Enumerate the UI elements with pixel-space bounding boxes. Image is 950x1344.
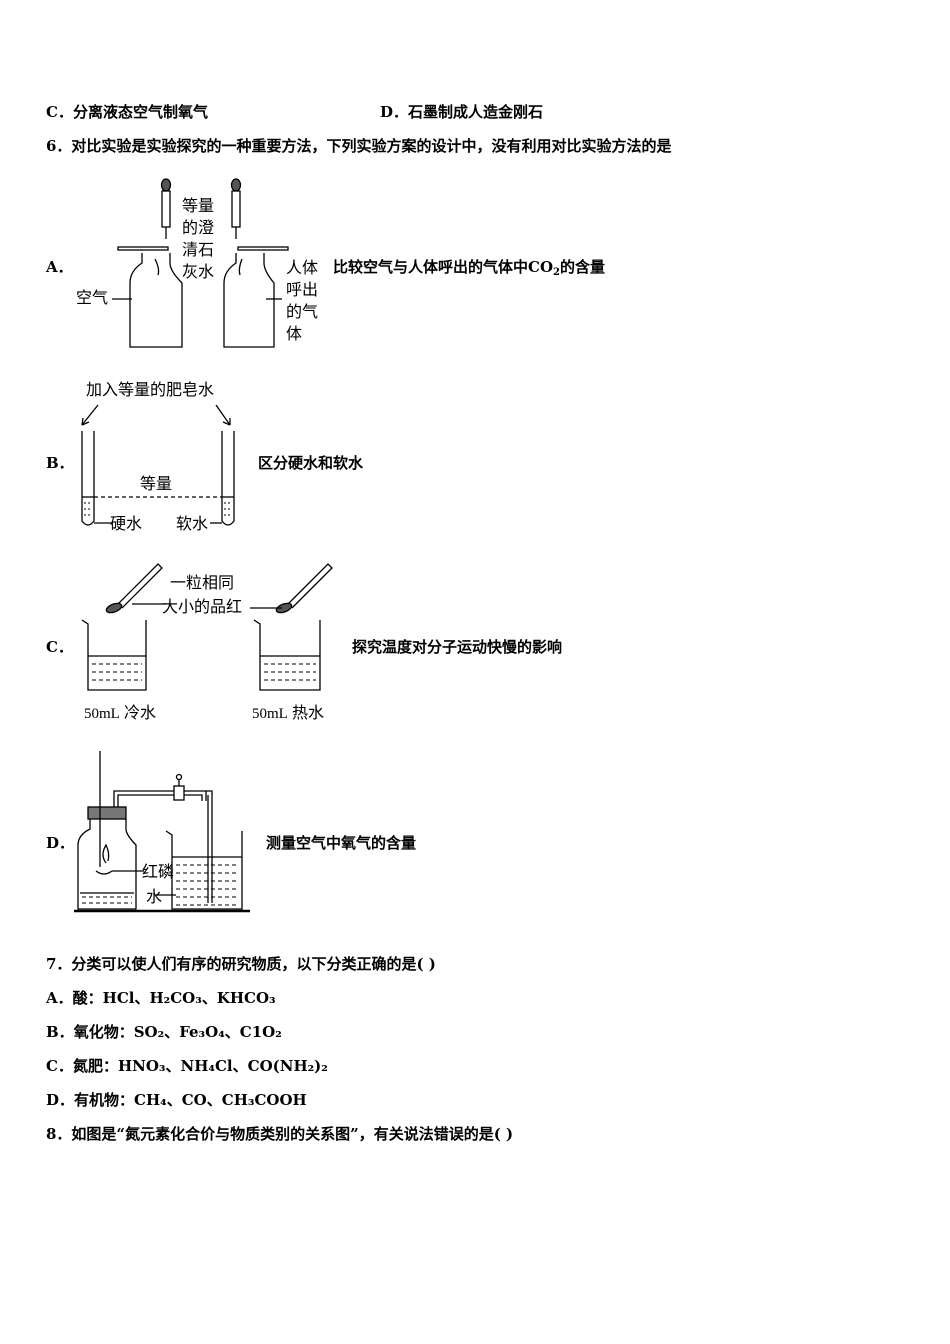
q7-option-b-item: Fe₃O₄ bbox=[179, 1023, 225, 1041]
q6-b-soft-water-label: 软水 bbox=[176, 514, 208, 533]
breath-label-line: 呼出 bbox=[286, 280, 318, 299]
q5-option-d-letter: D． bbox=[380, 103, 409, 121]
q6-a-desc-pre: 比较空气与人体呼出的气体中 bbox=[333, 258, 529, 276]
q5-option-d-text: 石墨制成人造金刚石 bbox=[408, 103, 544, 121]
q6-a-breath-label: 人体 呼出 的气 体 bbox=[286, 258, 318, 343]
q6-d-phosphorus-label: 红磷 bbox=[142, 862, 174, 881]
q7-option-a: A．酸：HCl、H₂CO₃、KHCO₃ bbox=[46, 989, 276, 1007]
q7-option-a-item: H₂CO₃ bbox=[149, 989, 202, 1007]
q7-option-c-letter: C． bbox=[46, 1057, 73, 1075]
q5-option-d: D．石墨制成人造金刚石 bbox=[380, 102, 543, 122]
q6-c-cold-water-label: 冷水 bbox=[124, 703, 156, 722]
q6-a-desc-post: 的含量 bbox=[560, 258, 606, 276]
q7-option-d-letter: D． bbox=[46, 1091, 75, 1109]
q6-a-desc: 比较空气与人体呼出的气体中CO2的含量 bbox=[333, 257, 606, 278]
q7-option-b-item: SO₂ bbox=[133, 1023, 165, 1041]
q6-c-label-line2: 大小的品红 bbox=[162, 597, 242, 616]
q7-option-c: C．氮肥：HNO₃、NH₄Cl、CO(NH₂)₂ bbox=[46, 1057, 328, 1075]
q7-option-a-category: 酸： bbox=[72, 989, 103, 1007]
q6-b-desc: 区分硬水和软水 bbox=[258, 454, 364, 472]
q6-a-letter: A． bbox=[46, 258, 73, 276]
q6-c-label-line1: 一粒相同 bbox=[170, 573, 234, 592]
q5-option-c: C．分离液态空气制氧气 bbox=[46, 102, 208, 122]
q6-b-hard-water-label: 硬水 bbox=[110, 514, 142, 533]
q7-option-a-item: HCl bbox=[102, 989, 135, 1007]
q7-option-b-item: C1O₂ bbox=[239, 1023, 282, 1041]
q6-b-top-label: 加入等量的肥皂水 bbox=[86, 380, 214, 399]
q6-c-letter: C． bbox=[46, 638, 73, 656]
q6-c-desc: 探究温度对分子运动快慢的影响 bbox=[352, 638, 563, 656]
q6-b-mid-label: 等量 bbox=[140, 474, 172, 493]
q7-option-c-item: CO(NH₂)₂ bbox=[247, 1057, 328, 1075]
drop-label-line: 等量 bbox=[182, 196, 214, 215]
q6-b-figure: 加入等量的肥皂水 等量 硬水 软水 bbox=[81, 380, 235, 533]
q7-option-b: B．氧化物：SO₂、Fe₃O₄、C1O₂ bbox=[46, 1023, 282, 1041]
breath-label-line: 人体 bbox=[286, 258, 318, 277]
q6-c-right-volume: 50mL bbox=[252, 706, 288, 722]
q6-d-desc: 测量空气中氧气的含量 bbox=[266, 834, 417, 852]
q6-c-figure: 一粒相同 大小的品红 50mL 冷水 50mL 热水 bbox=[81, 563, 333, 722]
q7-option-b-letter: B． bbox=[46, 1023, 74, 1041]
q6-b-letter: B． bbox=[46, 454, 74, 472]
q7-option-d-item: CO bbox=[181, 1091, 207, 1109]
q6-c-hot-water-label: 热水 bbox=[292, 703, 324, 722]
q7-option-c-item: NH₄Cl bbox=[180, 1057, 233, 1075]
drop-label-line: 灰水 bbox=[182, 262, 214, 281]
q6-a-air-label: 空气 bbox=[76, 288, 108, 307]
q6-d-letter: D． bbox=[46, 834, 75, 852]
q7-option-d-item: CH₄ bbox=[134, 1091, 167, 1109]
q6-c-left-volume: 50mL bbox=[84, 706, 120, 722]
q6-a-drop-label: 等量 的澄 清石 灰水 bbox=[182, 196, 214, 281]
q7-option-a-letter: A． bbox=[46, 989, 73, 1007]
q7-option-a-item: KHCO₃ bbox=[216, 989, 276, 1007]
breath-label-line: 体 bbox=[286, 324, 302, 343]
drop-label-line: 的澄 bbox=[182, 218, 214, 237]
q7-option-c-category: 氮肥： bbox=[72, 1057, 118, 1075]
q7-option-d-category: 有机物： bbox=[74, 1091, 135, 1109]
drop-label-line: 清石 bbox=[182, 240, 214, 259]
q6-d-water-label: 水 bbox=[146, 887, 162, 906]
q7-option-d-item: CH₃COOH bbox=[221, 1091, 307, 1109]
q7-option-c-item: HNO₃ bbox=[117, 1057, 166, 1075]
breath-label-line: 的气 bbox=[286, 302, 318, 321]
q7-option-d: D．有机物：CH₄、CO、CH₃COOH bbox=[46, 1091, 307, 1109]
q7-stem: 7．分类可以使人们有序的研究物质，以下分类正确的是( ) bbox=[46, 955, 436, 973]
q5-option-c-text: 分离液态空气制氧气 bbox=[72, 103, 208, 121]
q6-a-figure: 等量 的澄 清石 灰水 空气 人体 呼出 的气 体 bbox=[76, 178, 318, 348]
q6-stem: 6．对比实验是实验探究的一种重要方法，下列实验方案的设计中，没有利用对比实验方法… bbox=[46, 137, 672, 155]
q8-stem: 8．如图是“氮元素化合价与物质类别的关系图”，有关说法错误的是( ) bbox=[46, 1125, 514, 1143]
q6-a-desc-sub: 2 bbox=[553, 267, 560, 278]
q6-d-figure: 红磷 水 bbox=[74, 751, 250, 913]
q5-option-c-letter: C． bbox=[46, 103, 73, 121]
q7-option-b-category: 氧化物： bbox=[73, 1023, 134, 1041]
q6-a-desc-formula: CO bbox=[528, 258, 554, 276]
